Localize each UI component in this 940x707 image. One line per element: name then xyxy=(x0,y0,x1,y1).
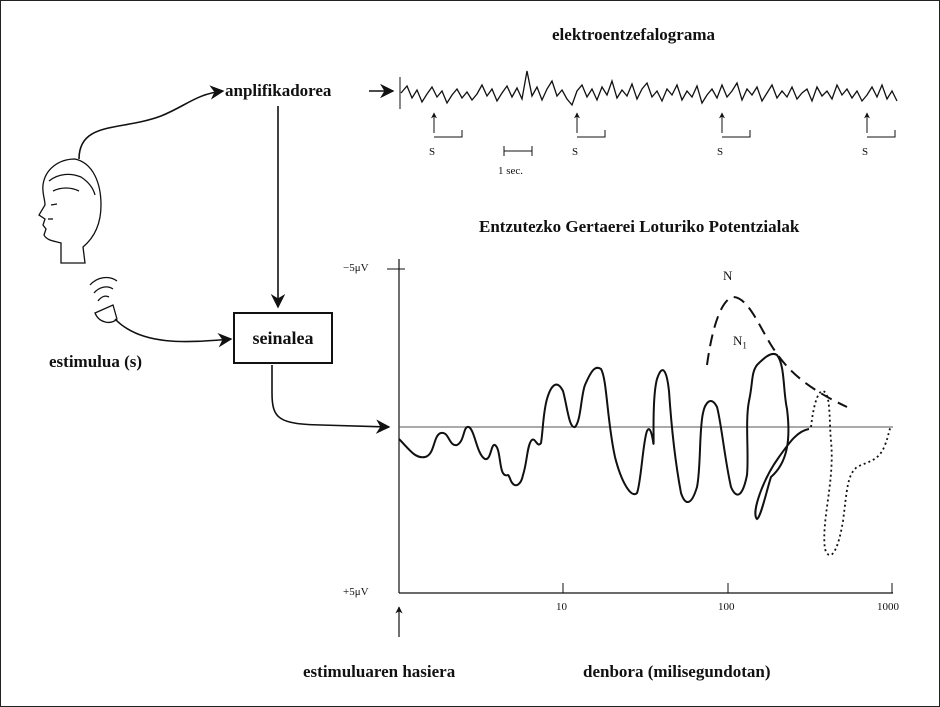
one-second-scale-bar xyxy=(503,146,533,156)
head-profile-icon xyxy=(38,158,102,264)
y-bottom-label: +5μV xyxy=(343,586,369,598)
peak-n-label: N xyxy=(723,268,733,283)
signal-to-plot-arrow xyxy=(271,365,391,434)
eeg-stim-label-2: S xyxy=(572,146,579,158)
eeg-stim-marker-4 xyxy=(864,112,896,138)
erp-waveform-solid xyxy=(398,353,810,521)
stimulus-onset-label: estimuluaren hasiera xyxy=(303,662,456,681)
earphone-icon xyxy=(89,276,118,324)
eeg-stim-label-3: S xyxy=(717,146,724,158)
erp-title: Entzutezko Gertaerei Loturiko Potentzial… xyxy=(479,217,800,236)
peak-n1-letter: N xyxy=(733,333,743,348)
time-axis-label: denbora (milisegundotan) xyxy=(583,662,771,681)
erp-waveform-dashed xyxy=(706,295,848,408)
amplifier-label: anplifikadorea xyxy=(225,81,332,100)
y-top-label: −5μV xyxy=(343,262,369,274)
eeg-stim-label-1: S xyxy=(429,146,436,158)
signal-box: seinalea xyxy=(233,312,333,364)
signal-label: seinalea xyxy=(252,327,314,348)
eeg-stim-marker-2 xyxy=(574,112,606,138)
eeg-trace xyxy=(400,70,898,107)
stimulus-label: estimulua (s) xyxy=(49,352,143,371)
x-tick-label-10: 10 xyxy=(556,601,567,613)
one-second-label: 1 sec. xyxy=(498,165,524,177)
erp-waveform-dotted xyxy=(810,390,892,556)
head-to-amplifier-arrow xyxy=(78,85,225,160)
eeg-stim-label-4: S xyxy=(862,146,869,158)
peak-n1-subscript: 1 xyxy=(742,340,747,351)
eeg-stim-marker-3 xyxy=(719,112,751,138)
x-tick-label-1000: 1000 xyxy=(877,601,899,613)
peak-n1-label: N1 xyxy=(733,334,747,351)
stimulus-to-signal-arrow xyxy=(114,318,233,348)
eeg-stim-marker-1 xyxy=(431,112,463,138)
x-tick-label-100: 100 xyxy=(718,601,735,613)
eeg-title: elektroentzefalograma xyxy=(552,25,716,44)
